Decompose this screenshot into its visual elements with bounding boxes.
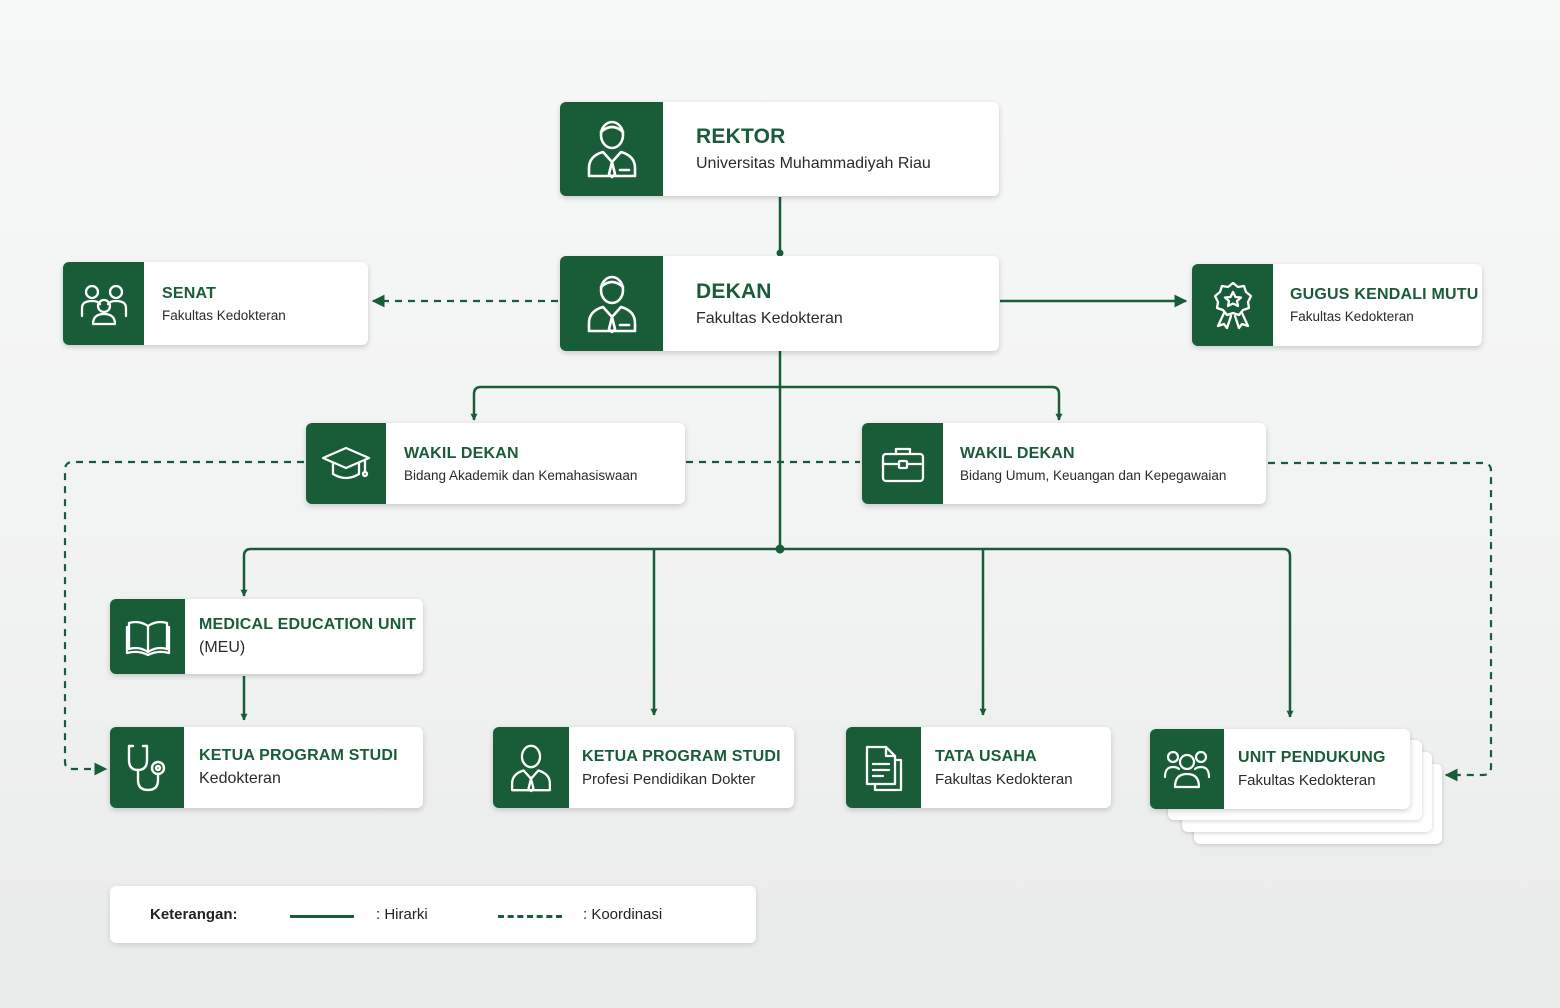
node-tu-icon-box <box>846 727 921 808</box>
legend-dashed-label: : Koordinasi <box>583 906 663 923</box>
graduation-cap-icon <box>321 446 371 479</box>
node-rektor-icon-box <box>560 102 663 196</box>
node-meu: MEDICAL EDUCATION UNIT (MEU) <box>110 599 423 674</box>
team-icon <box>1163 750 1211 789</box>
person-tie-icon <box>587 275 636 333</box>
person-tie-icon <box>587 120 636 179</box>
node-dekan: DEKAN Fakultas Kedokteran <box>560 256 999 351</box>
node-senat: SENAT Fakultas Kedokteran <box>63 262 368 345</box>
node-wd2-subtitle: Bidang Umum, Keuangan dan Kepegawaian <box>960 467 1227 483</box>
line-bus <box>240 547 1294 718</box>
node-unit-pendukung: UNIT PENDUKUNG Fakultas Kedokteran <box>1150 729 1410 809</box>
node-wakil-dekan-akademik: WAKIL DEKAN Bidang Akademik dan Kemahasi… <box>306 423 685 504</box>
node-rektor-title: REKTOR <box>696 125 786 148</box>
node-rektor: REKTOR Universitas Muhammadiyah Riau <box>560 102 999 196</box>
node-senat-icon-box <box>63 262 144 345</box>
node-dekan-subtitle: Fakultas Kedokteran <box>696 309 843 327</box>
legend-dashed-line <box>498 915 562 918</box>
node-dekan-icon-box <box>560 256 663 351</box>
node-gugus-title: GUGUS KENDALI MUTU <box>1290 286 1479 303</box>
node-wd1-icon-box <box>306 423 386 504</box>
legend-solid-line <box>290 915 354 918</box>
node-tu-subtitle: Fakultas Kedokteran <box>935 770 1073 788</box>
node-kps1-title: KETUA PROGRAM STUDI <box>199 747 398 764</box>
node-tu-title: TATA USAHA <box>935 747 1037 765</box>
legend-solid-label: : Hirarki <box>376 906 428 923</box>
legend-title: Keterangan: <box>150 906 238 923</box>
group-icon <box>80 284 127 325</box>
node-meu-icon-box <box>110 599 185 674</box>
book-icon <box>125 620 170 656</box>
node-gugus-icon-box <box>1192 264 1273 346</box>
document-icon <box>865 745 902 791</box>
node-wd1-subtitle: Bidang Akademik dan Kemahasiswaan <box>404 467 638 483</box>
node-kps2-title: KETUA PROGRAM STUDI <box>582 747 781 765</box>
node-kps2-subtitle: Profesi Pendidikan Dokter <box>582 770 756 788</box>
node-kps-profesi: KETUA PROGRAM STUDI Profesi Pendidikan D… <box>493 727 794 808</box>
node-unit-icon-box <box>1150 729 1224 809</box>
node-kps1-subtitle: Kedokteran <box>199 770 281 787</box>
briefcase-icon <box>881 447 924 482</box>
node-kps1-icon-box <box>110 727 184 808</box>
node-wd2-title: WAKIL DEKAN <box>960 444 1075 462</box>
node-meu-title: MEDICAL EDUCATION UNIT <box>199 616 417 633</box>
node-wd2-icon-box <box>862 423 943 504</box>
stethoscope-icon <box>127 744 166 791</box>
node-unit-subtitle: Fakultas Kedokteran <box>1238 772 1376 789</box>
node-tata-usaha: TATA USAHA Fakultas Kedokteran <box>846 727 1111 808</box>
legend: Keterangan: : Hirarki : Koordinasi <box>110 886 756 943</box>
line-dekan-wd <box>470 385 1063 421</box>
line-wd2-unit <box>1268 461 1493 782</box>
node-kps-kedokteran: KETUA PROGRAM STUDI Kedokteran <box>110 727 423 808</box>
node-rektor-subtitle: Universitas Muhammadiyah Riau <box>696 155 931 172</box>
node-senat-title: SENAT <box>162 284 217 302</box>
node-kps2-icon-box <box>493 727 569 808</box>
node-senat-subtitle: Fakultas Kedokteran <box>162 307 286 323</box>
node-wd1-title: WAKIL DEKAN <box>404 444 519 462</box>
award-badge-icon <box>1213 281 1252 330</box>
node-dekan-title: DEKAN <box>696 279 772 303</box>
person-tie-icon <box>510 744 552 792</box>
node-gugus: GUGUS KENDALI MUTU Fakultas Kedokteran <box>1192 264 1482 346</box>
node-gugus-subtitle: Fakultas Kedokteran <box>1290 309 1414 324</box>
node-unit-title: UNIT PENDUKUNG <box>1238 749 1386 766</box>
node-wakil-dekan-umum: WAKIL DEKAN Bidang Umum, Keuangan dan Ke… <box>862 423 1266 504</box>
node-meu-subtitle: (MEU) <box>199 639 246 656</box>
